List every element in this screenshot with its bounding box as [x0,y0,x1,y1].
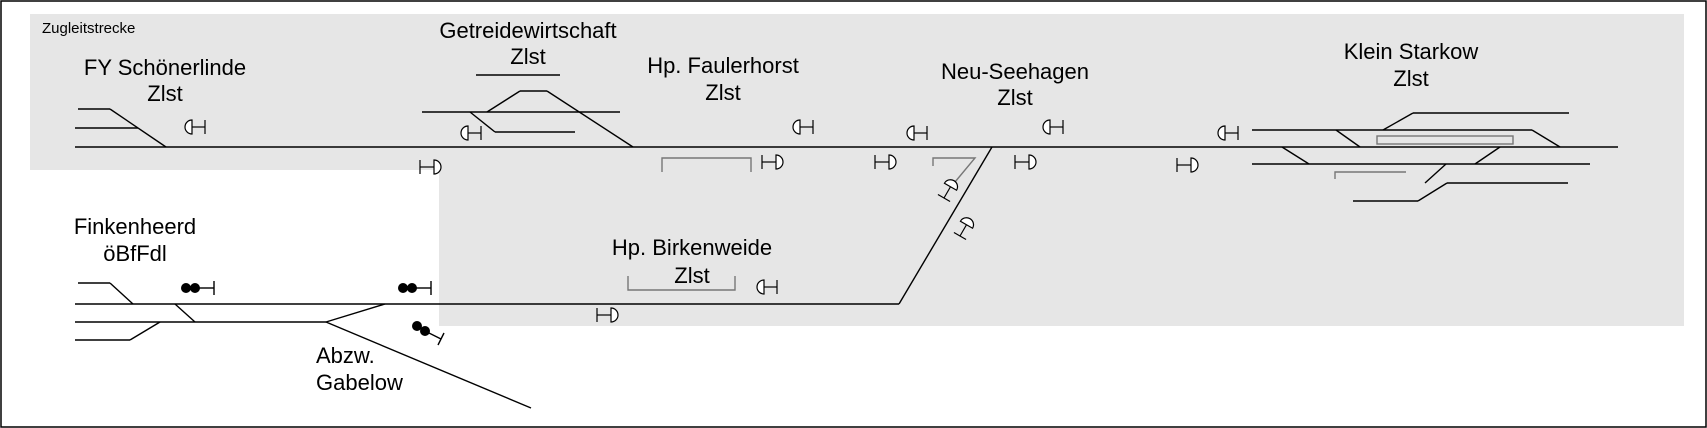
station-role-seehagen: Zlst [997,85,1032,110]
signal-icon [1042,119,1064,135]
signal-icon [596,307,619,323]
signal-icon [953,217,975,241]
zone-label: Zugleitstrecke [42,20,135,37]
track [109,282,134,305]
station-role-faulerhorst: Zlst [705,80,740,105]
signal-icon [761,154,784,170]
junction-prefix-gabelow: Abzw. [316,343,375,368]
signal-icon [460,125,482,141]
labels: Zugleitstrecke FY Schönerlinde Zlst Getr… [42,18,1478,395]
station-name-birkenweide: Hp. Birkenweide [612,235,772,260]
light-signal-icon [181,281,215,295]
track [1382,112,1414,131]
track [1424,163,1447,184]
signal-icon [184,119,206,135]
track [546,90,634,148]
platform-seehagen [932,157,977,183]
station-name-getreide: Getreidewirtschaft [439,18,616,43]
signal-icon [1176,157,1199,173]
track-network [75,74,1618,409]
track [1474,146,1501,165]
zugleit-zone [30,14,1684,326]
signal-icon [419,159,442,175]
light-signal-icon [398,281,432,295]
station-name-schoenerlinde: FY Schönerlinde [84,55,246,80]
station-name-faulerhorst: Hp. Faulerhorst [647,53,799,78]
track [1417,182,1448,202]
track [129,321,161,341]
station-role-finkenheerd: öBfFdl [103,241,167,266]
station-role-getreide: Zlst [510,44,545,69]
station-name-finkenheerd: Finkenheerd [74,214,196,239]
track-diagonal [898,146,993,305]
track [469,111,496,133]
station-name-starkow: Klein Starkow [1344,39,1479,64]
track [1531,129,1561,148]
signal-icon [1217,125,1239,141]
signal-icon [1014,154,1037,170]
junction-name-gabelow: Gabelow [316,370,403,395]
signal-icon [937,179,959,203]
platform-faulerhorst [661,157,752,172]
track [174,303,196,323]
light-signal-icon [412,321,445,346]
signal-icon [906,125,928,141]
platform-starkow-side [1334,171,1406,179]
track [486,90,521,113]
signal-icon [756,279,778,295]
station-role-birkenweide: Zlst [674,263,709,288]
track [1281,146,1310,165]
signals [181,119,1239,346]
platforms [627,135,1514,291]
station-role-schoenerlinde: Zlst [147,81,182,106]
station-name-seehagen: Neu-Seehagen [941,59,1089,84]
track [1335,129,1361,148]
station-role-starkow: Zlst [1393,66,1428,91]
signal-icon [874,154,897,170]
track-branch-gabelow [325,321,532,409]
platform-birkenweide [627,276,736,291]
signal-icon [792,119,814,135]
track [325,303,386,323]
platform-starkow-main [1376,135,1514,145]
